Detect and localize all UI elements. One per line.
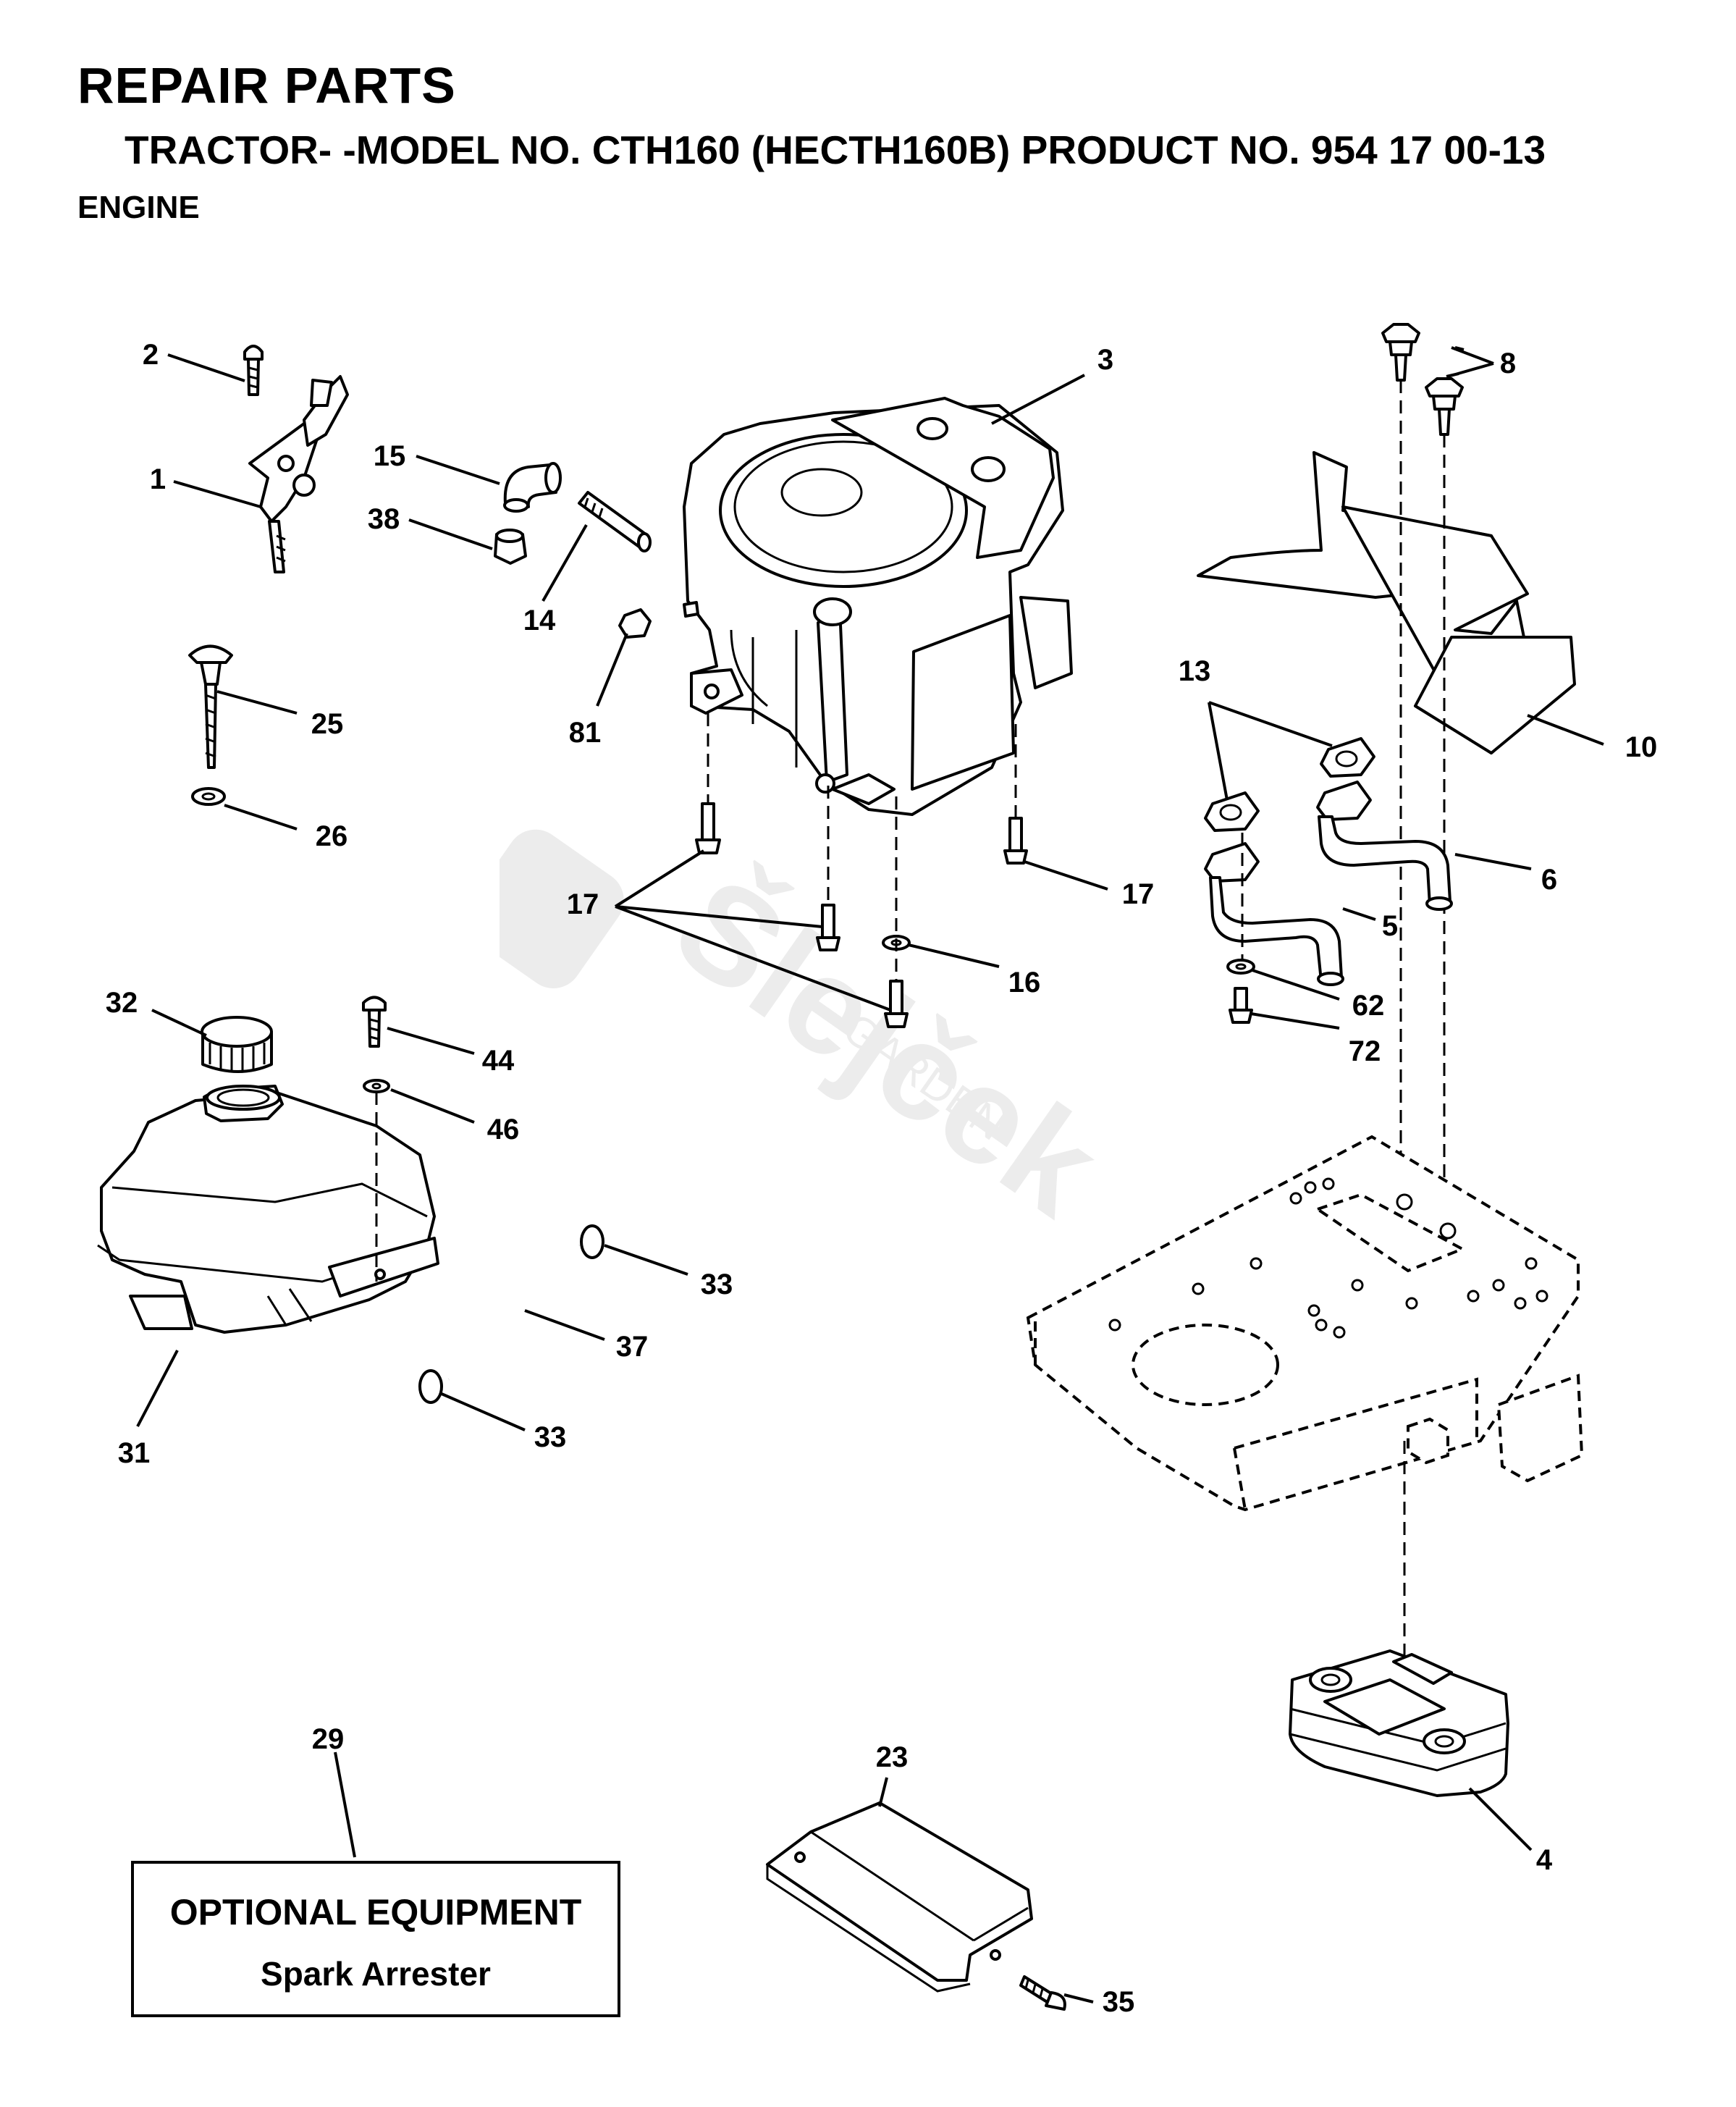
muffler bbox=[1289, 1649, 1509, 1797]
hose-clamps bbox=[418, 1224, 604, 1404]
callout-37: 37 bbox=[616, 1331, 649, 1363]
callout-72: 72 bbox=[1349, 1035, 1381, 1067]
page-title: REPAIR PARTS bbox=[77, 57, 456, 114]
optional-equipment-box: OPTIONAL EQUIPMENT Spark Arrester bbox=[131, 1861, 620, 2017]
callout-46: 46 bbox=[487, 1114, 520, 1145]
callout-35: 35 bbox=[1103, 1986, 1135, 2018]
callout-38: 38 bbox=[368, 503, 400, 535]
callout-15: 15 bbox=[374, 440, 406, 472]
section-title: ENGINE bbox=[77, 190, 200, 225]
callout-8: 8 bbox=[1500, 348, 1516, 379]
fuel-line bbox=[447, 1242, 582, 1383]
callout-26: 26 bbox=[316, 820, 348, 852]
callout-17: 17 bbox=[1122, 878, 1155, 910]
callout-17-group: 17 bbox=[567, 888, 599, 920]
callout-62: 62 bbox=[1352, 990, 1385, 1022]
callout-4: 4 bbox=[1536, 1844, 1553, 1876]
engine-bolts bbox=[695, 802, 1028, 1028]
fuel-tank bbox=[97, 1085, 439, 1334]
callout-14: 14 bbox=[523, 605, 556, 636]
callout-23: 23 bbox=[876, 1741, 909, 1773]
callout-13: 13 bbox=[1179, 655, 1211, 687]
callout-31: 31 bbox=[118, 1437, 151, 1469]
elbow-fitting bbox=[503, 462, 562, 513]
washer-62 bbox=[1226, 959, 1255, 975]
callout-labels: 2 1 15 38 14 81 3 8 25 26 17 17 16 13 10… bbox=[106, 339, 1658, 2018]
tractor-frame bbox=[1026, 1135, 1584, 1512]
hex-nut-81 bbox=[618, 601, 699, 639]
callout-44: 44 bbox=[482, 1045, 515, 1077]
throttle-control-bracket bbox=[248, 375, 349, 573]
exhaust-gaskets bbox=[1204, 737, 1375, 832]
callout-33-bottom: 33 bbox=[534, 1421, 567, 1453]
spark-arrester-label: Spark Arrester bbox=[261, 1955, 491, 1993]
screw-35 bbox=[1019, 1975, 1066, 2011]
callout-10: 10 bbox=[1625, 731, 1658, 763]
callout-2: 2 bbox=[143, 339, 159, 371]
tank-screw-44 bbox=[362, 996, 387, 1048]
callout-1: 1 bbox=[150, 463, 166, 495]
bolt-72 bbox=[1229, 987, 1253, 1024]
washer-26 bbox=[191, 787, 226, 806]
bracket-screw bbox=[243, 345, 264, 396]
callout-33-top: 33 bbox=[701, 1269, 733, 1300]
exhaust-pipe-6 bbox=[1316, 781, 1453, 911]
spark-arrester-shield bbox=[766, 1801, 1033, 1993]
callout-29: 29 bbox=[312, 1723, 345, 1755]
washer-46 bbox=[363, 1079, 390, 1093]
optional-equipment-title: OPTIONAL EQUIPMENT bbox=[169, 1892, 582, 1933]
callout-3: 3 bbox=[1097, 344, 1113, 376]
dipstick bbox=[188, 644, 233, 769]
fuel-cap bbox=[201, 1016, 273, 1073]
plug-nut bbox=[494, 529, 527, 565]
callout-6: 6 bbox=[1541, 864, 1557, 896]
callout-25: 25 bbox=[311, 708, 344, 740]
heat-shield bbox=[1197, 451, 1576, 754]
engine-block bbox=[683, 397, 1073, 816]
model-subtitle: TRACTOR- -MODEL NO. CTH160 (HECTH160B) P… bbox=[125, 127, 1546, 172]
leader-lines bbox=[136, 346, 1604, 2003]
shield-bolts bbox=[1381, 323, 1464, 436]
pipe-nipple bbox=[578, 491, 652, 552]
callout-16: 16 bbox=[1008, 967, 1041, 998]
callout-32: 32 bbox=[106, 987, 138, 1019]
callout-81: 81 bbox=[569, 717, 602, 749]
callout-5: 5 bbox=[1382, 910, 1398, 942]
exhaust-pipe-5 bbox=[1204, 842, 1344, 986]
